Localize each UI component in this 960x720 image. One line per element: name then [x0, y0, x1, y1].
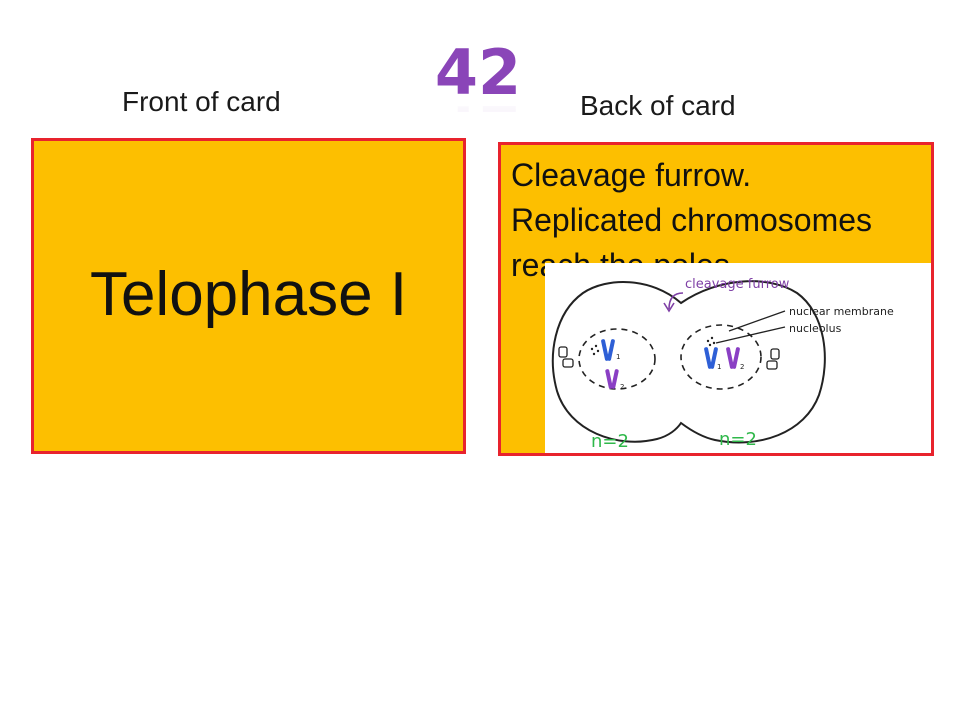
- left-chromosome-1-number: 1: [616, 353, 620, 361]
- left-ploidy-label: n=2: [591, 431, 629, 452]
- cell-outline: [551, 280, 826, 444]
- front-card: Telophase I: [31, 138, 466, 454]
- slide-number-text: 42: [435, 36, 521, 109]
- left-chromosome-1: [601, 339, 615, 361]
- right-chromosome-2-number: 2: [740, 363, 744, 371]
- right-nucleolus: [706, 336, 716, 347]
- telophase-diagram: 1 2 1 2 cleavage fur: [545, 263, 931, 453]
- right-nuclear-membrane: [680, 324, 762, 390]
- cleavage-furrow-arrow: [668, 292, 684, 310]
- right-chromosome-1-number: 1: [717, 363, 721, 371]
- back-card-line-2: Replicated chromosomes: [511, 202, 873, 238]
- back-of-card-label: Back of card: [580, 90, 736, 121]
- right-centriole: [766, 348, 780, 370]
- slide-number: 42 42: [435, 36, 521, 112]
- left-nuclear-membrane: [578, 328, 656, 390]
- slide-number-reflection: 42: [435, 91, 521, 112]
- nucleolus-pointer: [715, 326, 786, 344]
- back-card-line-1: Cleavage furrow.: [511, 157, 752, 193]
- right-ploidy-label: n=2: [719, 429, 757, 450]
- nuclear-membrane-label: nuclear membrane: [789, 305, 894, 318]
- nuclear-membrane-pointer: [728, 310, 786, 332]
- left-centriole: [558, 346, 574, 368]
- right-chromosome-1: [704, 347, 718, 369]
- cleavage-furrow-arrowhead: [663, 302, 675, 313]
- left-chromosome-2: [605, 369, 619, 389]
- left-chromosome-2-number: 2: [620, 383, 624, 391]
- left-nucleolus: [590, 344, 600, 356]
- right-chromosome-2: [726, 347, 740, 369]
- cleavage-furrow-label: cleavage furrow: [685, 277, 790, 292]
- back-card: Cleavage furrow. Replicated chromosomes …: [498, 142, 934, 456]
- nucleolus-label: nucleolus: [789, 322, 842, 335]
- front-card-term: Telophase I: [89, 260, 408, 329]
- front-of-card-label: Front of card: [122, 86, 281, 117]
